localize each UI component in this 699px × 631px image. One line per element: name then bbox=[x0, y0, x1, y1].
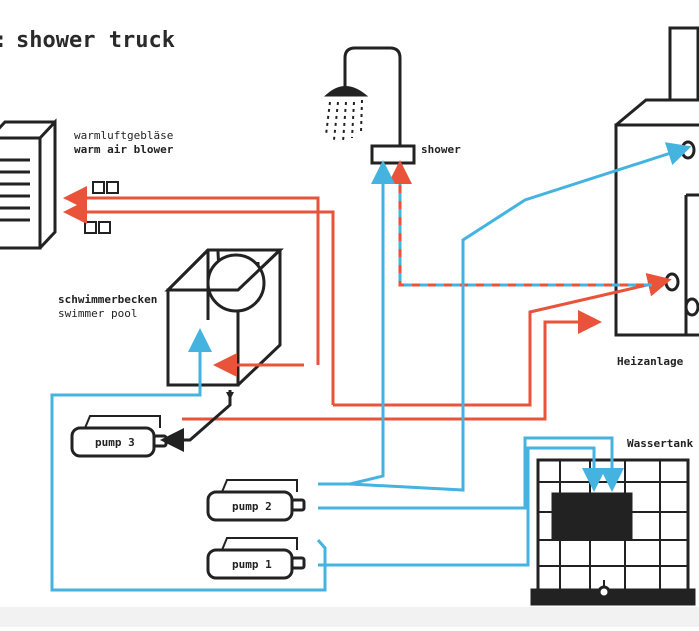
pump-2-label: pump 2 bbox=[232, 500, 272, 513]
water-tank bbox=[530, 458, 696, 606]
warm-air-blower bbox=[0, 118, 57, 250]
shower-head bbox=[324, 46, 416, 165]
blower-label-en: warm air blower bbox=[74, 143, 174, 156]
pump-2 bbox=[206, 479, 306, 522]
pump-1 bbox=[206, 537, 306, 580]
pool-label-en: swimmer pool bbox=[58, 307, 137, 320]
mixed-shower-pipe bbox=[388, 160, 660, 287]
hot-water-pipes bbox=[63, 186, 672, 421]
blower-label-de: warmluftgebläse bbox=[74, 129, 173, 142]
water-drops-icon bbox=[325, 99, 363, 143]
heater-label: Heizanlage bbox=[617, 355, 684, 368]
title-fragment: : bbox=[0, 28, 7, 53]
blower-connector-icons bbox=[84, 181, 119, 234]
pump-3-label: pump 3 bbox=[95, 436, 135, 449]
diagram-title: shower truck bbox=[16, 28, 175, 53]
return-pipe bbox=[160, 390, 232, 452]
bottom-bar bbox=[0, 607, 699, 627]
shower-label: shower bbox=[421, 143, 461, 156]
water-tank-label: Wassertank bbox=[627, 437, 694, 450]
pool-drain-icon bbox=[226, 392, 234, 400]
pump-1-label: pump 1 bbox=[232, 558, 272, 571]
cold-water-pipes bbox=[50, 142, 692, 592]
pool-label-de: schwimmerbecken bbox=[58, 293, 157, 306]
